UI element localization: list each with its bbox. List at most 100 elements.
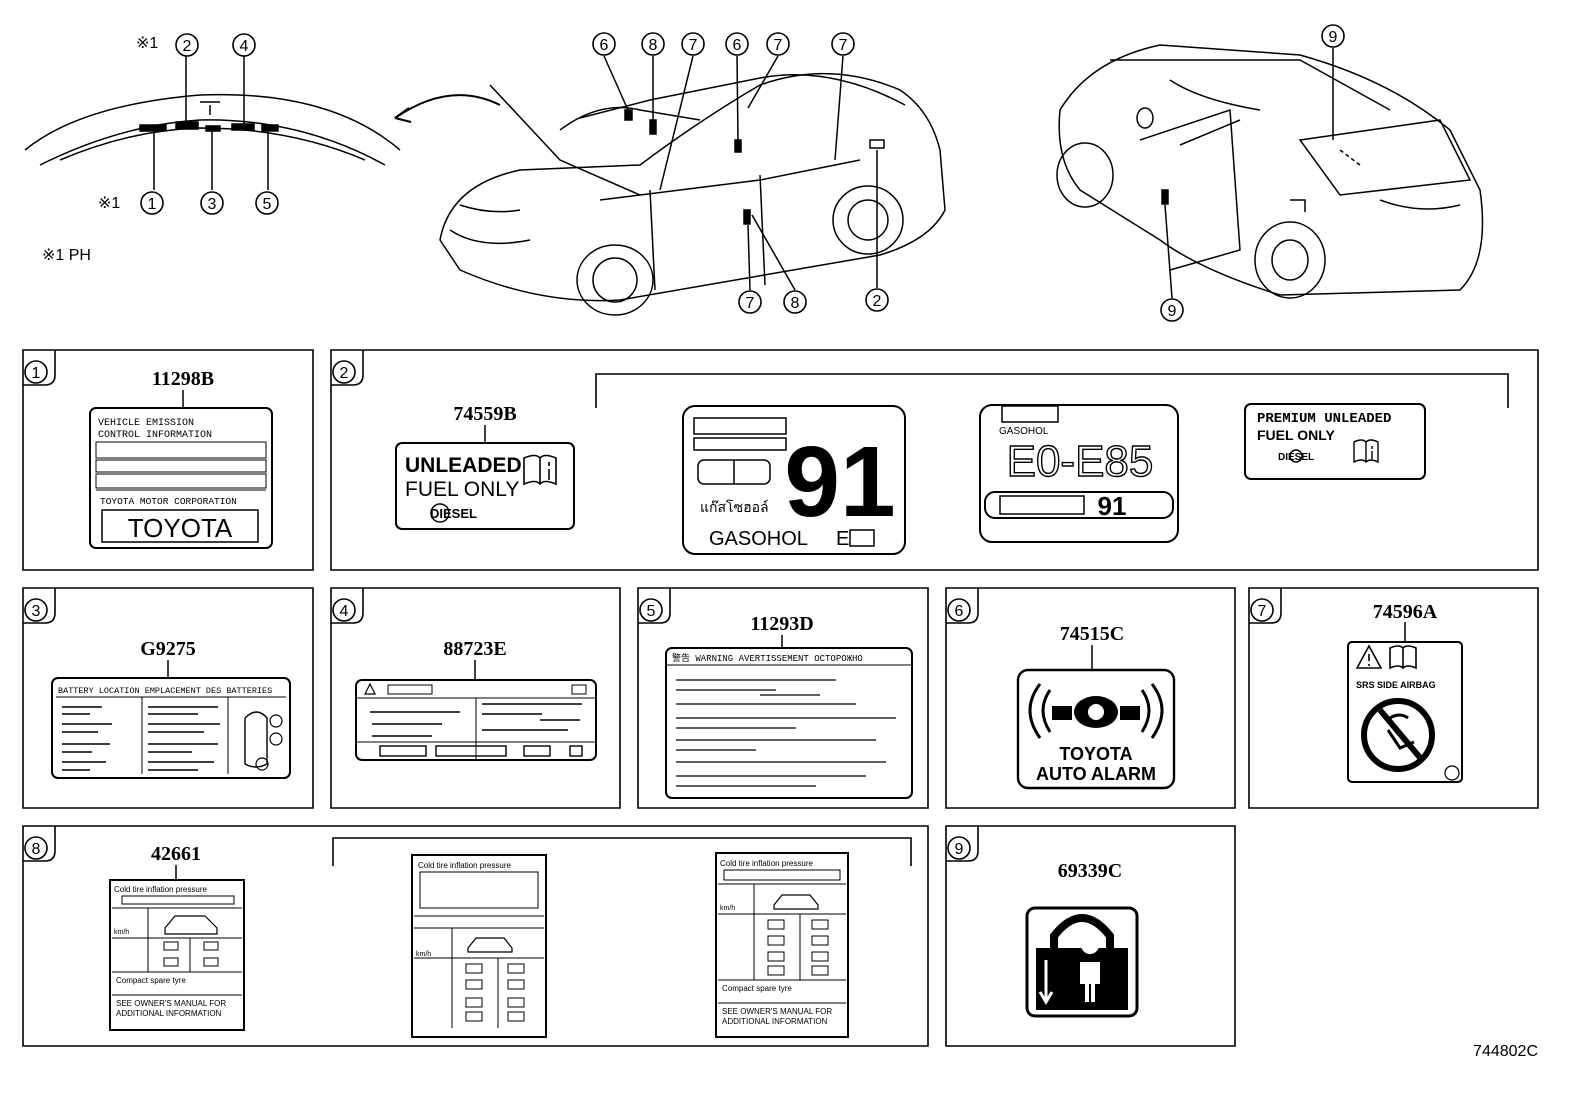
label-e0-e85: GASOHOL E0-E85 91 xyxy=(979,404,1179,543)
svg-text:FUEL ONLY: FUEL ONLY xyxy=(1257,427,1335,443)
svg-text:7: 7 xyxy=(746,295,755,312)
svg-text:PREMIUM UNLEADED: PREMIUM UNLEADED xyxy=(1257,411,1391,427)
svg-text:GASOHOL: GASOHOL xyxy=(999,426,1049,437)
warning-triangle-icon xyxy=(364,682,376,695)
roof-callouts: ※1 2 4 ※1 1 3 5 ※1 PH xyxy=(42,33,279,264)
svg-text:VEHICLE EMISSION: VEHICLE EMISSION xyxy=(98,418,194,429)
svg-text:GASOHOL: GASOHOL xyxy=(709,528,808,550)
panel-frame-2 xyxy=(330,349,1539,571)
svg-text:Cold tire inflation pressure: Cold tire inflation pressure xyxy=(720,859,813,868)
svg-text:7: 7 xyxy=(689,37,698,54)
svg-text:SRS SIDE AIRBAG: SRS SIDE AIRBAG xyxy=(1356,680,1436,690)
label-tyre-pressure-3: Cold tire inflation pressure km/h Compac… xyxy=(715,852,849,1038)
footnote-mark: ※1 xyxy=(136,35,158,52)
book-info-icon xyxy=(1353,439,1379,464)
svg-text:DIESEL: DIESEL xyxy=(430,506,477,521)
panel-frame-7 xyxy=(1248,587,1539,809)
svg-text:1: 1 xyxy=(32,365,41,382)
svg-text:DIESEL: DIESEL xyxy=(1278,452,1314,463)
svg-text:Compact spare tyre: Compact spare tyre xyxy=(722,984,792,993)
svg-text:9: 9 xyxy=(955,841,964,858)
svg-text:CONTROL INFORMATION: CONTROL INFORMATION xyxy=(98,430,212,441)
part-numbers: 11298B 74559B G9275 88723E 11293D 74515C… xyxy=(140,368,1438,882)
svg-text:91: 91 xyxy=(1098,491,1127,521)
svg-text:1: 1 xyxy=(148,196,157,213)
panel-8-bracket xyxy=(332,837,912,866)
panel-2-bracket xyxy=(595,373,1509,408)
arrow-down-icon xyxy=(1038,960,1054,1005)
label-srs-side-airbag: SRS SIDE AIRBAG xyxy=(1347,622,1463,783)
label-tyre-pressure-1: Cold tire inflation pressure km/h Compac… xyxy=(109,865,245,1031)
svg-text:2: 2 xyxy=(340,365,349,382)
roof-console-view xyxy=(24,56,401,190)
part-number-74515C: 74515C xyxy=(1060,623,1124,645)
label-premium-unleaded: PREMIUM UNLEADED FUEL ONLY DIESEL xyxy=(1244,403,1426,480)
part-number-G9275: G9275 xyxy=(140,638,196,660)
svg-text:Compact spare tyre: Compact spare tyre xyxy=(116,976,186,985)
svg-text:91: 91 xyxy=(784,426,895,538)
svg-text:4: 4 xyxy=(240,38,249,55)
label-88723E xyxy=(355,660,597,761)
svg-text:8: 8 xyxy=(32,841,41,858)
svg-text:2: 2 xyxy=(873,293,882,310)
car-rear-view xyxy=(1056,44,1484,299)
svg-text:FUEL ONLY: FUEL ONLY xyxy=(405,478,519,501)
svg-text:E0-E85: E0-E85 xyxy=(1007,437,1154,486)
svg-text:SEE OWNER'S MANUAL FOR: SEE OWNER'S MANUAL FOR xyxy=(722,1007,832,1016)
svg-text:km/h: km/h xyxy=(114,929,129,936)
svg-text:8: 8 xyxy=(649,37,658,54)
svg-text:km/h: km/h xyxy=(720,905,735,912)
svg-text:警告 WARNING AVERTISSEMENT OC: 警告 WARNING AVERTISSEMENT OCTOPOЖHO xyxy=(672,652,863,664)
car-front-callouts: 6 8 7 6 7 7 7 8 2 xyxy=(592,32,889,314)
svg-text:6: 6 xyxy=(600,37,609,54)
svg-text:UNLEADED: UNLEADED xyxy=(405,454,522,477)
panel-frame-5 xyxy=(637,587,929,809)
svg-text:6: 6 xyxy=(955,603,964,620)
no-child-seat-icon xyxy=(1361,698,1435,772)
svg-text:4: 4 xyxy=(340,603,349,620)
svg-text:9: 9 xyxy=(1168,303,1177,320)
svg-text:3: 3 xyxy=(32,603,41,620)
svg-text:Cold tire inflation pressure: Cold tire inflation pressure xyxy=(114,885,207,894)
svg-text:ADDITIONAL INFORMATION: ADDITIONAL INFORMATION xyxy=(722,1017,828,1026)
label-child-lock xyxy=(1025,906,1139,1018)
label-emission: VEHICLE EMISSION CONTROL INFORMATION TOY… xyxy=(89,390,273,549)
footnote-mark: ※1 xyxy=(98,195,120,212)
svg-text:BATTERY LOCATION EMPLACEMEN: BATTERY LOCATION EMPLACEMENT DES BATTERI… xyxy=(58,686,272,696)
label-tyre-pressure-2: Cold tire inflation pressure km/h xyxy=(411,854,547,1038)
part-number-88723E: 88723E xyxy=(443,638,506,660)
warning-triangle-icon xyxy=(1355,644,1383,669)
part-number-69339C: 69339C xyxy=(1058,860,1122,882)
label-battery-location: BATTERY LOCATION EMPLACEMENT DES BATTERI… xyxy=(51,660,291,779)
diagram-id: 744802C xyxy=(1473,1043,1538,1060)
label-unleaded-fuel: UNLEADED FUEL ONLY DIESEL xyxy=(395,425,575,530)
svg-text:2: 2 xyxy=(183,38,192,55)
svg-text:TOYOTA: TOYOTA xyxy=(128,513,233,543)
svg-text:ADDITIONAL INFORMATION: ADDITIONAL INFORMATION xyxy=(116,1009,222,1018)
svg-text:TOYOTA: TOYOTA xyxy=(1059,744,1132,764)
car-rear-callouts: 9 9 xyxy=(1160,24,1345,322)
part-number-11293D: 11293D xyxy=(750,613,813,635)
book-info-icon xyxy=(1389,645,1417,670)
label-octane-91: 91 แก๊สโซฮอล์ GASOHOL E xyxy=(682,405,906,555)
svg-text:8: 8 xyxy=(791,295,800,312)
svg-text:AUTO ALARM: AUTO ALARM xyxy=(1036,764,1156,784)
label-warning: 警告 WARNING AVERTISSEMENT OCTOPOЖHO xyxy=(665,635,913,799)
svg-text:5: 5 xyxy=(263,196,272,213)
svg-text:5: 5 xyxy=(647,603,656,620)
prohibited-icon xyxy=(430,503,450,523)
part-number-42661: 42661 xyxy=(151,843,201,865)
svg-text:Cold tire inflation pressure: Cold tire inflation pressure xyxy=(418,861,511,870)
book-info-icon xyxy=(523,454,557,486)
svg-text:7: 7 xyxy=(774,37,783,54)
footnote-text: ※1 PH xyxy=(42,247,91,264)
panel-frame-3 xyxy=(22,587,314,809)
part-number-74559B: 74559B xyxy=(453,403,516,425)
label-auto-alarm: TOYOTA AUTO ALARM xyxy=(1016,645,1176,790)
svg-text:TOYOTA MOTOR CORPORATION: TOYOTA MOTOR CORPORATION xyxy=(100,496,237,507)
svg-text:SEE OWNER'S MANUAL FOR: SEE OWNER'S MANUAL FOR xyxy=(116,999,226,1008)
part-number-11298B: 11298B xyxy=(152,368,214,390)
svg-text:7: 7 xyxy=(839,37,848,54)
svg-text:E: E xyxy=(836,528,849,550)
